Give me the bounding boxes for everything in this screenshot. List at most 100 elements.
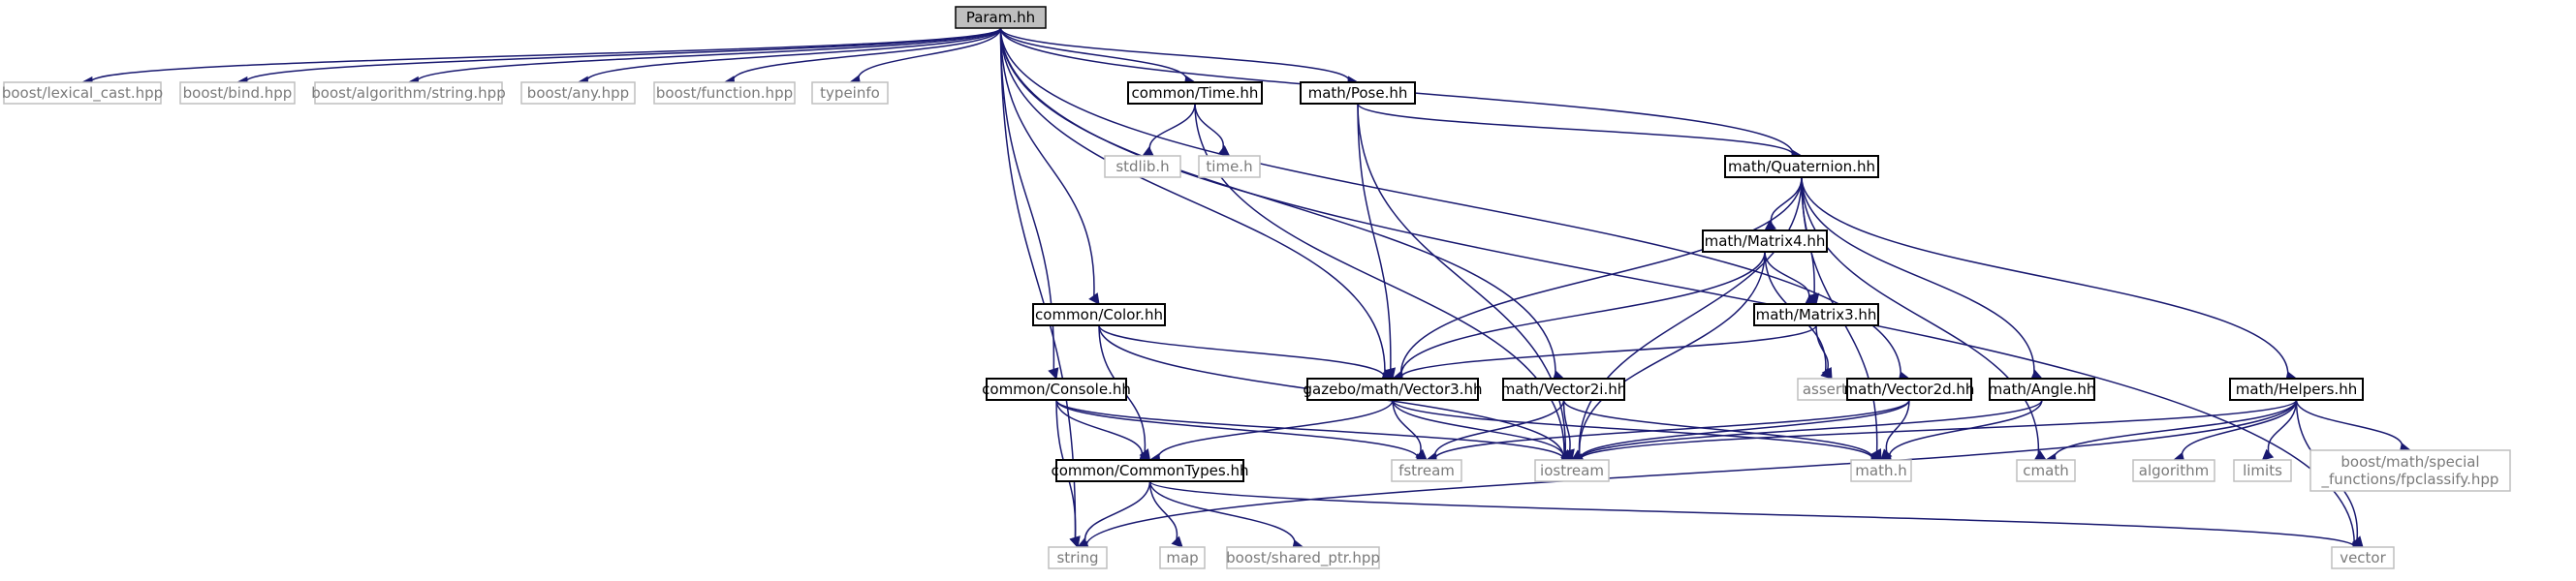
edge-quaternion-to-vector3 [1391, 176, 1803, 382]
node-commontypes[interactable]: common/CommonTypes.hh [1052, 459, 1249, 482]
edge-console-to-fstream [1055, 399, 1429, 465]
node-label: boost/any.hpp [527, 84, 629, 102]
node-label: cmath [2023, 462, 2068, 479]
edge-param-to-vector2i [999, 27, 1565, 382]
node-label: common/CommonTypes.hh [1052, 462, 1249, 479]
node-matrix3[interactable]: math/Matrix3.hh [1753, 303, 1879, 326]
node-quaternion[interactable]: math/Quaternion.hh [1724, 155, 1879, 178]
node-mathh: math.h [1850, 459, 1912, 482]
node-limits: limits [2233, 459, 2292, 482]
node-fstream: fstream [1391, 459, 1462, 482]
node-alg-string: boost/algorithm/string.hpp [311, 81, 506, 105]
edge-vector2d-to-mathh [1880, 399, 1910, 461]
edge-time-to-stdlib [1141, 103, 1196, 157]
edge-time-to-timeh [1194, 103, 1231, 157]
node-label: gazebo/math/Vector3.hh [1304, 381, 1483, 398]
node-time[interactable]: common/Time.hh [1127, 81, 1263, 105]
node-label: _functions/fpclassify.hpp [2321, 471, 2499, 489]
edge-matrix3-to-vector3 [1391, 324, 1817, 384]
node-pose[interactable]: math/Pose.hh [1300, 81, 1416, 105]
node-timeh: time.h [1198, 155, 1261, 178]
node-helpers[interactable]: math/Helpers.hh [2229, 378, 2364, 401]
edge-matrix3-to-assert [1815, 324, 1833, 380]
node-label: math/Helpers.hh [2236, 381, 2357, 398]
node-console[interactable]: common/Console.hh [982, 378, 1131, 401]
node-label: typeinfo [820, 84, 880, 102]
node-angle[interactable]: math/Angle.hh [1989, 378, 2096, 401]
node-matrix4[interactable]: math/Matrix4.hh [1702, 229, 1828, 253]
edge-quaternion-to-helpers [1801, 176, 2298, 382]
node-label: Param.hh [966, 9, 1035, 26]
edge-commontypes-to-string [1076, 480, 1151, 548]
edge-color-to-vector3 [1098, 324, 1395, 383]
node-label: limits [2243, 462, 2282, 479]
node-typeinfo: typeinfo [811, 81, 889, 105]
edge-vector3-to-fstream [1392, 399, 1428, 461]
node-label: common/Console.hh [982, 381, 1131, 398]
node-function: boost/function.hpp [653, 81, 796, 105]
edge-param-to-vector2d [999, 27, 1911, 382]
edge-vector2i-to-iostream [1562, 399, 1575, 462]
node-any: boost/any.hpp [520, 81, 636, 105]
node-label: boost/lexical_cast.hpp [2, 84, 163, 103]
node-label: math/Vector2d.hh [1844, 381, 1975, 398]
edge-param-to-any [577, 27, 1002, 88]
node-color[interactable]: common/Color.hh [1032, 303, 1166, 326]
edge-helpers-to-fpclassify [2295, 399, 2412, 454]
node-label: common/Color.hh [1035, 306, 1163, 323]
edge-param-to-pose [999, 27, 1360, 87]
edge-pose-to-iostream [1357, 103, 1573, 461]
node-param[interactable]: Param.hh [955, 6, 1047, 29]
edge-matrix4-to-iostream [1571, 251, 1766, 461]
node-label: boost/bind.hpp [183, 84, 293, 102]
node-label: time.h [1206, 158, 1252, 175]
node-label: boost/shared_ptr.hpp [1226, 549, 1380, 567]
edge-helpers-to-cmath [2044, 399, 2298, 465]
node-label: boost/math/special [2340, 453, 2479, 471]
edge-pose-to-quaternion [1357, 103, 1804, 162]
node-label: string [1056, 549, 1098, 566]
node-label: iostream [1540, 462, 1604, 479]
node-iostream: iostream [1534, 459, 1610, 482]
node-label: boost/function.hpp [656, 84, 793, 102]
edge-helpers-to-string [1076, 399, 2298, 553]
edge-commontypes-to-vector [1148, 480, 2365, 553]
node-label: math/Angle.hh [1989, 381, 2096, 398]
edge-param-to-bind [236, 27, 1002, 88]
node-label: math.h [1855, 462, 1906, 479]
node-layer: Param.hh boost/lexical_cast.hpp boost/bind… [2, 6, 2511, 569]
edge-commontypes-to-map [1148, 480, 1183, 548]
node-shared-ptr: boost/shared_ptr.hpp [1226, 546, 1380, 569]
node-fpclassify: boost/math/special_functions/fpclassify.… [2309, 449, 2511, 492]
edge-param-to-vector3 [999, 27, 1395, 381]
node-vector: vector [2331, 546, 2395, 569]
edge-matrix4-to-matrix3 [1764, 251, 1817, 305]
edge-param-to-color [999, 27, 1100, 305]
node-algorithm: algorithm [2132, 459, 2215, 482]
node-stdlib: stdlib.h [1104, 155, 1181, 178]
node-bind: boost/bind.hpp [179, 81, 296, 105]
node-vector2d[interactable]: math/Vector2d.hh [1844, 378, 1975, 401]
node-vector2i[interactable]: math/Vector2i.hh [1501, 378, 1627, 401]
node-lexical-cast: boost/lexical_cast.hpp [2, 81, 163, 105]
edge-matrix4-to-vector3 [1391, 251, 1766, 382]
node-label: stdlib.h [1115, 158, 1169, 175]
node-cmath: cmath [2016, 459, 2076, 482]
node-label: math/Quaternion.hh [1728, 158, 1875, 175]
edge-pose-to-vector3 [1357, 103, 1397, 381]
node-label: boost/algorithm/string.hpp [311, 84, 505, 102]
node-map: map [1159, 546, 1206, 569]
node-label: vector [2340, 549, 2386, 566]
edge-helpers-to-limits [2261, 399, 2298, 461]
edge-quaternion-to-matrix4 [1764, 176, 1803, 231]
node-label: math/Matrix4.hh [1705, 232, 1826, 250]
node-label: map [1166, 549, 1198, 566]
node-label: common/Time.hh [1132, 84, 1259, 102]
node-vector3[interactable]: gazebo/math/Vector3.hh [1304, 378, 1483, 401]
node-string: string [1048, 546, 1108, 569]
node-label: math/Pose.hh [1308, 84, 1408, 102]
node-label: math/Vector2i.hh [1501, 381, 1627, 398]
edge-param-to-time [999, 27, 1197, 87]
